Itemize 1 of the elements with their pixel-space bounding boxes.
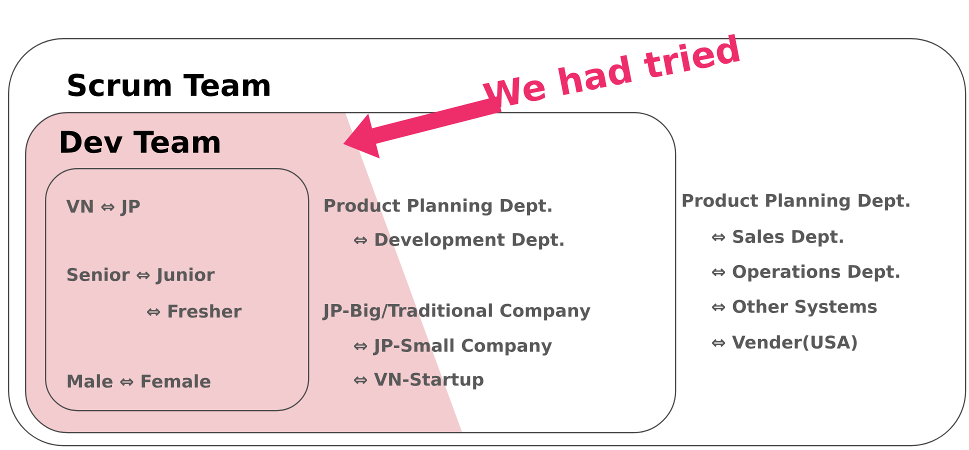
rounded-box: VN ⇔ JP Senior ⇔ Junior ⇔ Fresher Male ⇔ Female [45,168,310,412]
